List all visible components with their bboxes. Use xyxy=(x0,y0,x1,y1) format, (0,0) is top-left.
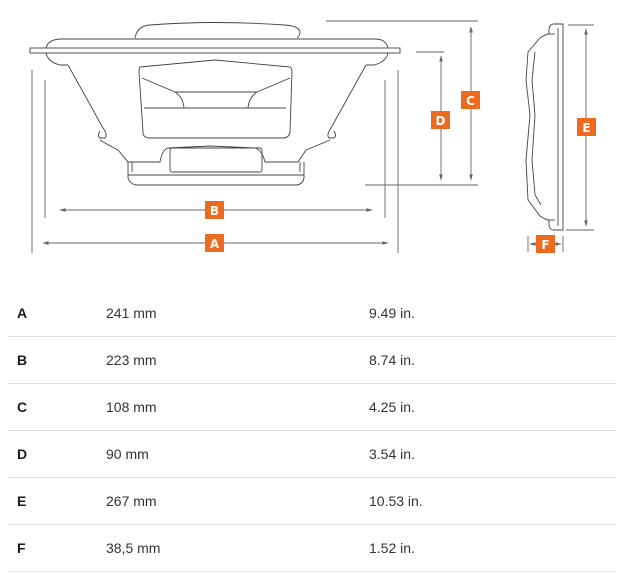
dimension-label: C xyxy=(17,399,28,415)
speaker-front-view xyxy=(29,22,401,186)
svg-text:F: F xyxy=(541,238,549,252)
svg-text:A: A xyxy=(210,237,220,251)
dimension-mm: 223 mm xyxy=(106,352,157,368)
dimension-label: B xyxy=(17,352,28,368)
dimension-label: A xyxy=(17,305,28,321)
dimension-inch: 8.74 in. xyxy=(369,352,415,368)
badge-C: C xyxy=(461,91,480,109)
svg-text:E: E xyxy=(582,121,590,135)
dimension-lines-vertical xyxy=(326,20,478,186)
table-row-b: B 223 mm 8.74 in. xyxy=(8,337,616,384)
speaker-side-view xyxy=(525,23,564,231)
dimension-mm: 90 mm xyxy=(106,446,149,462)
speaker-drawing: B A C D E F xyxy=(29,20,596,253)
dimension-mm: 241 mm xyxy=(106,305,157,321)
dimension-inch: 4.25 in. xyxy=(369,399,415,415)
dimension-diagram: B A C D E F xyxy=(0,0,624,265)
table-row-a: A 241 mm 9.49 in. xyxy=(8,290,616,337)
svg-text:B: B xyxy=(210,204,219,218)
table-row-e: E 267 mm 10.53 in. xyxy=(8,478,616,525)
dimension-lines-horizontal xyxy=(31,70,399,253)
dimension-inch: 1.52 in. xyxy=(369,540,415,556)
dimension-mm: 38,5 mm xyxy=(106,540,161,556)
badge-E: E xyxy=(577,118,596,136)
badge-B: B xyxy=(205,201,224,219)
svg-text:D: D xyxy=(436,114,446,128)
dimension-inch: 9.49 in. xyxy=(369,305,415,321)
svg-text:C: C xyxy=(466,94,475,108)
badge-F: F xyxy=(536,235,555,253)
dimensions-table: A 241 mm 9.49 in. B 223 mm 8.74 in. C 10… xyxy=(8,290,616,572)
table-row-f: F 38,5 mm 1.52 in. xyxy=(8,525,616,572)
table-row-c: C 108 mm 4.25 in. xyxy=(8,384,616,431)
dimension-inch: 3.54 in. xyxy=(369,446,415,462)
dimension-lines-side xyxy=(527,24,594,252)
badge-A: A xyxy=(205,234,224,252)
dimension-label: D xyxy=(17,446,28,462)
dimension-label: E xyxy=(17,493,27,509)
dimension-label: F xyxy=(17,540,26,556)
dimension-mm: 267 mm xyxy=(106,493,157,509)
table-row-d: D 90 mm 3.54 in. xyxy=(8,431,616,478)
badge-D: D xyxy=(431,111,450,129)
dimension-mm: 108 mm xyxy=(106,399,157,415)
dimension-inch: 10.53 in. xyxy=(369,493,423,509)
